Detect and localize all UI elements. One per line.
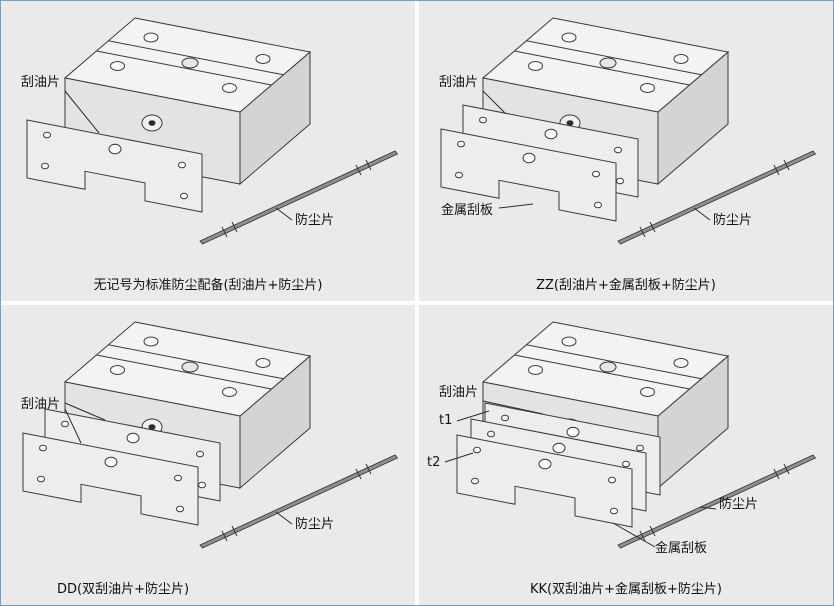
panel-zz: 刮油片 金属刮板 防尘片 ZZ(刮油片+金属刮板+防尘片) (419, 1, 833, 301)
label-dust-sheet: 防尘片 (295, 213, 335, 228)
leader-line (64, 90, 100, 134)
leader-line (482, 90, 506, 114)
label-metal-scraper: 金属刮板 (655, 541, 708, 556)
caption-standard: 无记号为标准防尘配备(刮油片+防尘片) (93, 278, 323, 293)
leader-line (456, 410, 490, 422)
figure-dd (22, 321, 398, 549)
caption-zz: ZZ(刮油片+金属刮板+防尘片) (536, 278, 716, 293)
label-oil-scraper: 刮油片 (439, 385, 479, 400)
label-t2: t2 (427, 455, 441, 470)
leader-line (444, 452, 474, 463)
label-t1: t1 (439, 413, 453, 428)
panel-dd: 刮油片 防尘片 DD(双刮油片+防尘片) (1, 305, 415, 605)
figure-kk (444, 321, 816, 549)
label-oil-scraper: 刮油片 (21, 397, 61, 412)
label-oil-scraper: 刮油片 (439, 75, 479, 90)
caption-dd: DD(双刮油片+防尘片) (57, 582, 190, 597)
leader-line (275, 207, 293, 221)
leader-line (498, 203, 534, 209)
figure-standard (26, 17, 398, 245)
leader-line (482, 400, 544, 415)
label-dust-sheet: 防尘片 (295, 517, 335, 532)
label-dust-sheet: 防尘片 (719, 497, 759, 512)
leader-line (693, 207, 711, 221)
leader-line (64, 408, 82, 444)
panel-kk: 刮油片 t1 t2 金属刮板 防尘片 KK(双刮油片+金属刮板+防尘片) (419, 305, 833, 605)
leader-line (612, 522, 656, 548)
caption-kk: KK(双刮油片+金属刮板+防尘片) (530, 582, 722, 597)
leader-line (699, 506, 717, 510)
figure-zz (440, 17, 816, 245)
leader-line (64, 402, 106, 421)
label-dust-sheet: 防尘片 (713, 213, 753, 228)
label-metal-scraper: 金属刮板 (441, 203, 494, 218)
panel-standard: 刮油片 防尘片 无记号为标准防尘配备(刮油片+防尘片) (1, 1, 415, 301)
label-oil-scraper: 刮油片 (21, 75, 61, 90)
leader-line (275, 511, 293, 525)
